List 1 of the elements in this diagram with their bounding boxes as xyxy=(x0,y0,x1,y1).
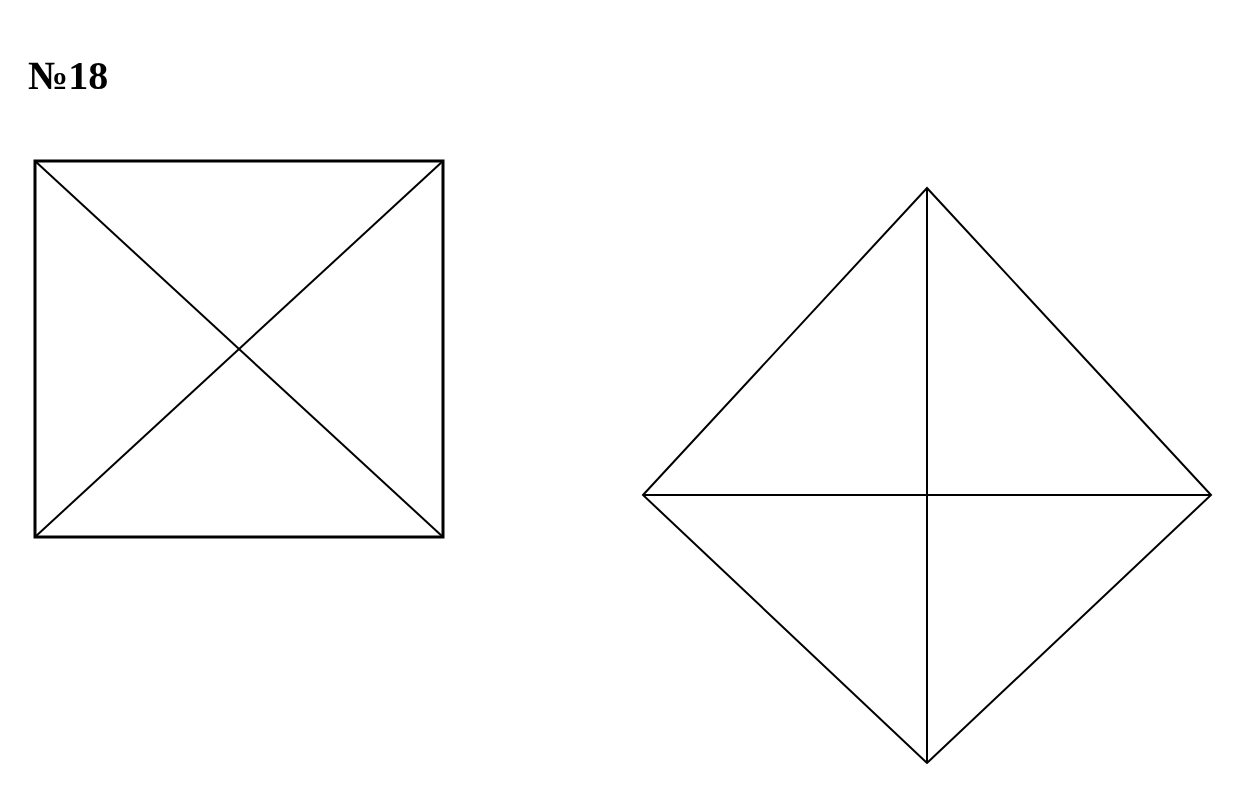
problem-number: №18 xyxy=(28,52,109,100)
